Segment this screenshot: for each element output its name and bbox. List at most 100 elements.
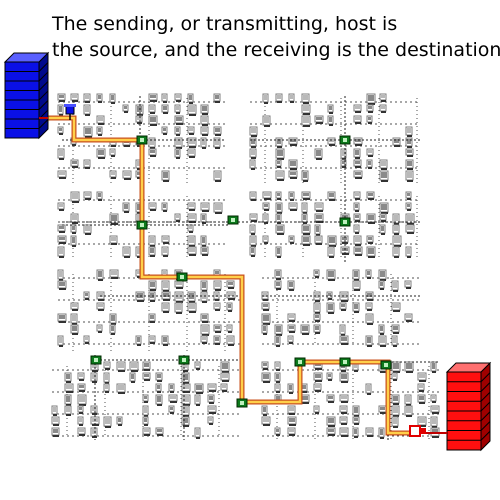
computer-icon — [181, 394, 191, 406]
computer-icon — [405, 159, 414, 170]
computer-icon — [200, 104, 209, 115]
computer-icon — [129, 361, 139, 372]
computer-icon — [288, 170, 298, 179]
computer-icon — [392, 246, 400, 258]
computer-icon — [326, 291, 333, 300]
computer-icon — [339, 291, 349, 302]
computer-icon — [353, 159, 362, 168]
computer-icon — [314, 224, 321, 236]
computer-icon — [122, 246, 131, 258]
computer-icons — [51, 93, 440, 439]
computer-icon — [366, 93, 376, 105]
computer-icon — [70, 302, 79, 311]
computer-icon — [57, 313, 67, 323]
computer-icon — [161, 246, 169, 257]
computer-icon — [353, 115, 362, 124]
computer-icon — [405, 246, 412, 258]
computer-icon — [187, 291, 196, 303]
computer-icon — [200, 137, 207, 149]
computer-icon — [339, 324, 346, 336]
computer-icon — [129, 372, 136, 383]
computer-icon — [339, 394, 349, 403]
computer-icon — [392, 224, 400, 235]
computer-icon — [326, 269, 336, 281]
computer-icon — [96, 269, 104, 281]
computer-icon — [174, 291, 184, 303]
computer-icon — [200, 324, 210, 336]
computer-icon — [77, 416, 84, 426]
computer-icon — [327, 115, 334, 126]
computer-icon — [339, 405, 348, 414]
computer-icon — [379, 224, 386, 235]
computer-icon — [187, 148, 196, 158]
computer-icon — [200, 335, 208, 344]
computer-icon — [226, 324, 233, 333]
computer-icon — [404, 280, 412, 289]
computer-icon — [70, 313, 78, 325]
computer-icon — [274, 335, 281, 347]
router-nodes — [90, 135, 392, 408]
computer-icon — [96, 302, 105, 311]
computer-icon — [200, 313, 209, 323]
computer-icon — [213, 137, 221, 149]
computer-icon — [57, 335, 64, 347]
computer-icon — [181, 383, 191, 393]
computer-icon — [200, 115, 209, 126]
computer-icon — [103, 416, 112, 428]
computer-icon — [275, 202, 283, 214]
computer-icon — [226, 335, 235, 346]
computer-icon — [220, 383, 228, 392]
computer-icon — [274, 280, 282, 290]
computer-icon — [405, 202, 412, 211]
computer-icon — [174, 148, 181, 159]
computer-icon — [287, 416, 297, 426]
computer-icon — [288, 159, 298, 170]
computer-icon — [213, 170, 222, 182]
computer-icon — [168, 405, 175, 414]
computer-icon — [161, 126, 168, 135]
computer-icon — [352, 405, 360, 417]
computer-icon — [391, 394, 400, 405]
computer-icon — [327, 235, 337, 247]
computer-icon — [353, 224, 360, 234]
computer-icon — [226, 291, 236, 300]
computer-icon — [109, 313, 117, 325]
computer-icon — [57, 170, 67, 179]
computer-icon — [70, 191, 80, 203]
computer-icon — [274, 427, 281, 436]
computer-icon — [378, 269, 387, 281]
computer-icon — [83, 291, 90, 300]
computer-icon — [261, 416, 271, 426]
computer-icon — [249, 235, 257, 247]
computer-icon — [287, 405, 296, 415]
router-node-icon — [178, 355, 190, 365]
computer-icon — [404, 361, 414, 373]
computer-icon — [168, 394, 178, 403]
computer-icon — [57, 148, 65, 160]
computer-icon — [187, 246, 197, 256]
computer-icon — [262, 191, 272, 200]
computer-icon — [300, 324, 310, 335]
computer-icon — [262, 93, 269, 104]
computer-icon — [430, 361, 437, 373]
computer-icon — [339, 372, 349, 383]
computer-icon — [249, 246, 256, 257]
router-node-icon — [339, 217, 351, 227]
computer-icon — [57, 269, 64, 281]
computer-icon — [142, 416, 149, 426]
computer-icon — [417, 383, 425, 392]
computer-icon — [339, 335, 349, 345]
computer-icon — [417, 416, 427, 427]
computer-icon — [200, 246, 209, 256]
computer-icon — [213, 324, 222, 333]
computer-icon — [200, 291, 208, 303]
computer-icon — [174, 126, 181, 136]
computer-icon — [301, 115, 311, 127]
computer-icon — [148, 235, 156, 247]
computer-icon — [174, 280, 184, 289]
computer-icon — [181, 416, 190, 427]
computer-icon — [187, 224, 194, 233]
router-node-icon — [339, 357, 351, 367]
computer-icon — [288, 93, 295, 103]
diagram-caption: The sending, or transmitting, host is th… — [52, 11, 500, 63]
